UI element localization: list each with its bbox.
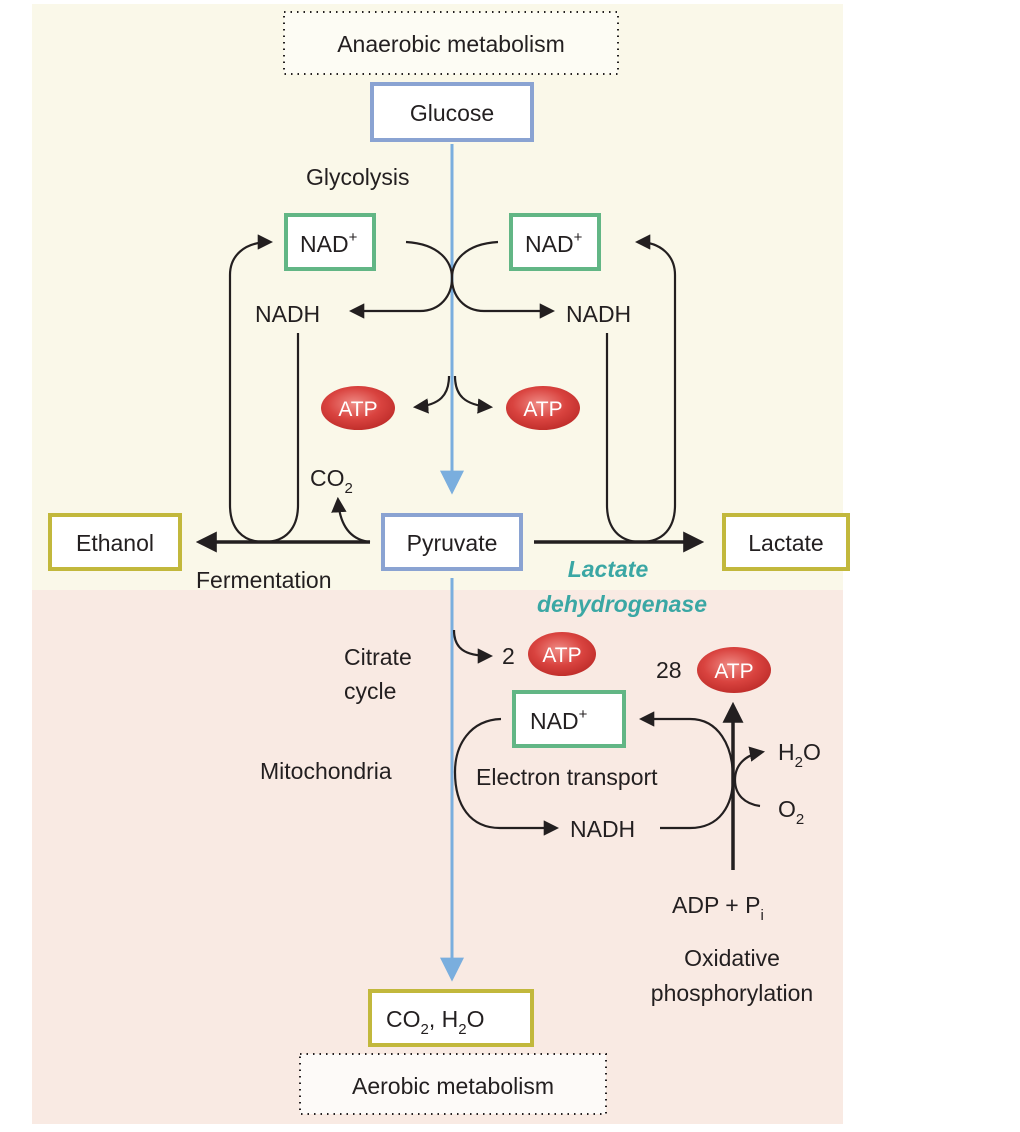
enzyme-label-line1: Lactate [568,556,649,582]
anaerobic-title-box: Anaerobic metabolism [283,11,619,75]
oxphos-label-line2: phosphorylation [651,980,813,1006]
electron-transport-label: Electron transport [476,764,658,790]
atp-citrate: ATP [528,632,596,676]
ethanol-regen-loop [228,234,300,544]
citrate-label-line2: cycle [344,678,396,704]
adp-label: ADP + Pi [672,892,764,924]
atp-label: ATP [714,660,753,683]
nad-left-node: NAD+ [284,213,376,271]
atp-label: ATP [338,398,377,421]
oxphos-atp-count: 28 [656,657,682,683]
atp-left-branch [412,375,451,414]
ethanol-label: Ethanol [76,530,154,556]
nadh-left-label: NADH [255,301,320,327]
nad-mito-node: NAD+ [512,690,626,748]
co2-h2o-label: CO2, H2O [386,1006,484,1038]
atp-right-branch [453,375,494,414]
nad-right-node: NAD+ [509,213,601,271]
o2-label: O2 [778,796,804,828]
citrate-label-line1: Citrate [344,644,412,670]
lactate-regen-loop [605,234,677,544]
glucose-node: Glucose [370,82,534,142]
atp-oxphos: ATP [697,647,771,693]
h2o-label: H2O [778,739,821,771]
lactate-node: Lactate [722,513,850,571]
nadh-right-label: NADH [566,301,631,327]
aerobic-title-box: Aerobic metabolism [299,1053,607,1115]
aerobic-title: Aerobic metabolism [352,1073,554,1099]
enzyme-label-line2: dehydrogenase [537,591,707,617]
ethanol-node: Ethanol [48,513,182,571]
co2-h2o-node: CO2, H2O [368,989,534,1047]
co2-label: CO2 [310,465,353,497]
lactate-label: Lactate [748,530,823,556]
atp-glycolysis-left: ATP [321,386,395,430]
atp-label: ATP [542,644,581,667]
nad-to-nadh-right-curve [450,240,556,319]
glucose-label: Glucose [410,100,494,126]
anaerobic-title: Anaerobic metabolism [337,31,565,57]
o2-to-h2o-arrow [733,746,766,808]
fermentation-label: Fermentation [196,567,332,593]
nad-right-label: NAD+ [525,229,583,257]
nad-to-nadh-mito-curve [453,717,560,836]
oxphos-label-line1: Oxidative [684,945,780,971]
atp-glycolysis-right: ATP [506,386,580,430]
citrate-atp-count: 2 [502,643,515,669]
atp-label: ATP [523,398,562,421]
mitochondria-label: Mitochondria [260,758,392,784]
pyruvate-label: Pyruvate [407,530,498,556]
pyruvate-node: Pyruvate [381,513,523,571]
nad-left-label: NAD+ [300,229,358,257]
nad-mito-label: NAD+ [530,706,588,734]
glycolysis-label: Glycolysis [306,164,410,190]
citrate-atp-branch [452,629,494,664]
nadh-mito-label: NADH [570,816,635,842]
